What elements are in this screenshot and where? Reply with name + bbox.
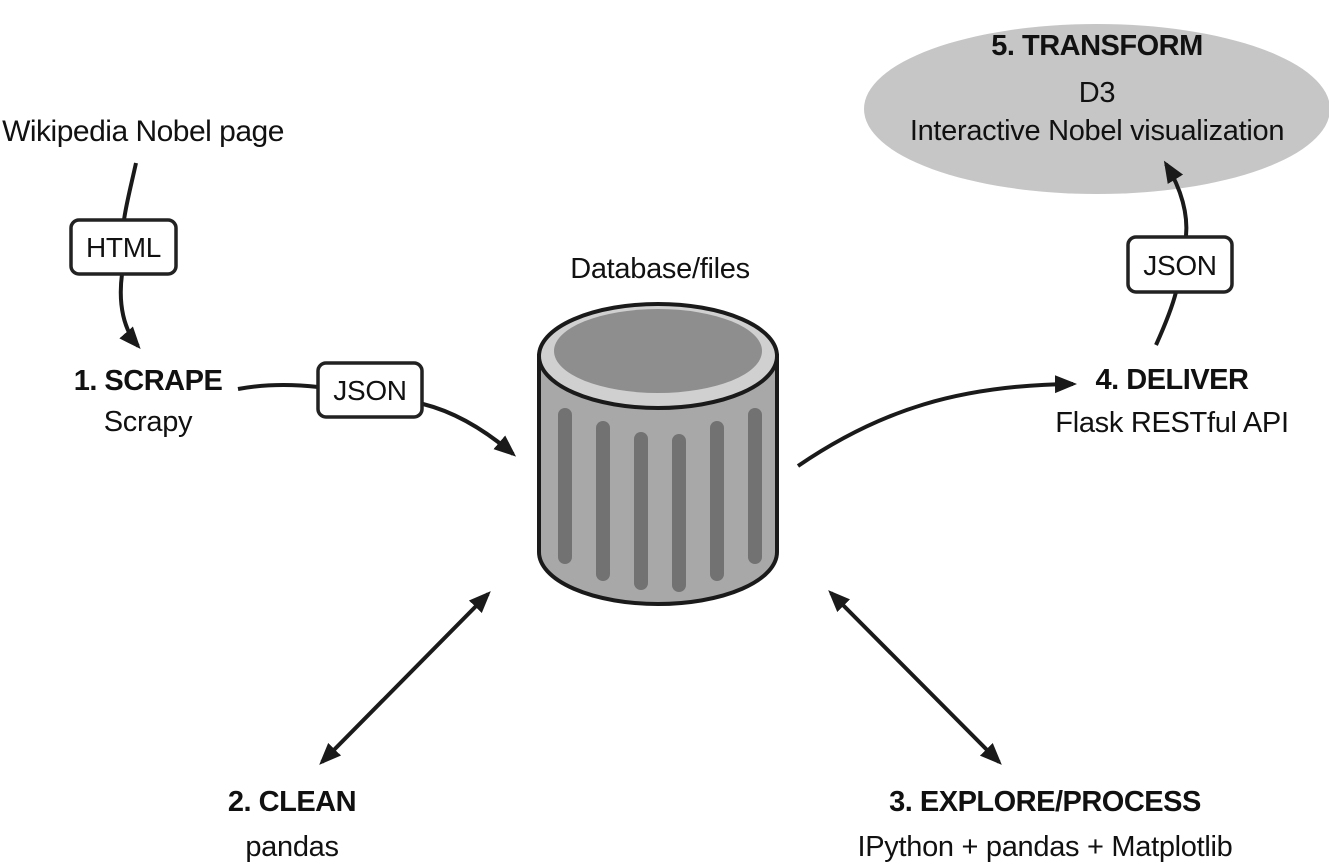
- scrape-json-tag-label: JSON: [333, 375, 406, 406]
- html-tag-label: HTML: [86, 232, 161, 263]
- explore-tool: IPython + pandas + Matplotlib: [858, 831, 1233, 863]
- html-to-scrape-arrow: [118, 273, 141, 350]
- transform-tool-d3: D3: [1079, 77, 1115, 109]
- deliver-to-json-connector: [1154, 291, 1178, 346]
- json-to-transform-arrow: [1163, 160, 1189, 237]
- source-label: Wikipedia Nobel page: [2, 115, 284, 148]
- clean-database-double-arrow: [319, 591, 491, 765]
- deliver-json-tag: JSON: [1126, 235, 1234, 294]
- scrape-to-json-connector: [237, 382, 319, 391]
- database-label: Database/files: [570, 253, 750, 285]
- transform-tool-visualization: Interactive Nobel visualization: [910, 115, 1284, 147]
- scrape-tool: Scrapy: [104, 406, 193, 438]
- json-to-database-arrow: [422, 402, 517, 457]
- scrape-json-tag: JSON: [316, 361, 424, 419]
- transform-ellipse: [864, 24, 1329, 194]
- explore-database-double-arrow: [828, 590, 1002, 765]
- database-cylinder-icon: [537, 302, 779, 606]
- transform-title: 5. TRANSFORM: [991, 30, 1203, 62]
- html-tag: HTML: [69, 218, 178, 276]
- scrape-title: 1. SCRAPE: [74, 365, 223, 397]
- source-to-html-connector: [122, 162, 138, 221]
- deliver-tool: Flask RESTful API: [1055, 407, 1288, 439]
- deliver-json-tag-label: JSON: [1143, 250, 1216, 281]
- explore-title: 3. EXPLORE/PROCESS: [889, 786, 1201, 818]
- clean-title: 2. CLEAN: [228, 786, 356, 818]
- clean-tool: pandas: [245, 831, 338, 863]
- deliver-title: 4. DELIVER: [1096, 364, 1249, 396]
- database-to-deliver-arrow: [796, 375, 1077, 468]
